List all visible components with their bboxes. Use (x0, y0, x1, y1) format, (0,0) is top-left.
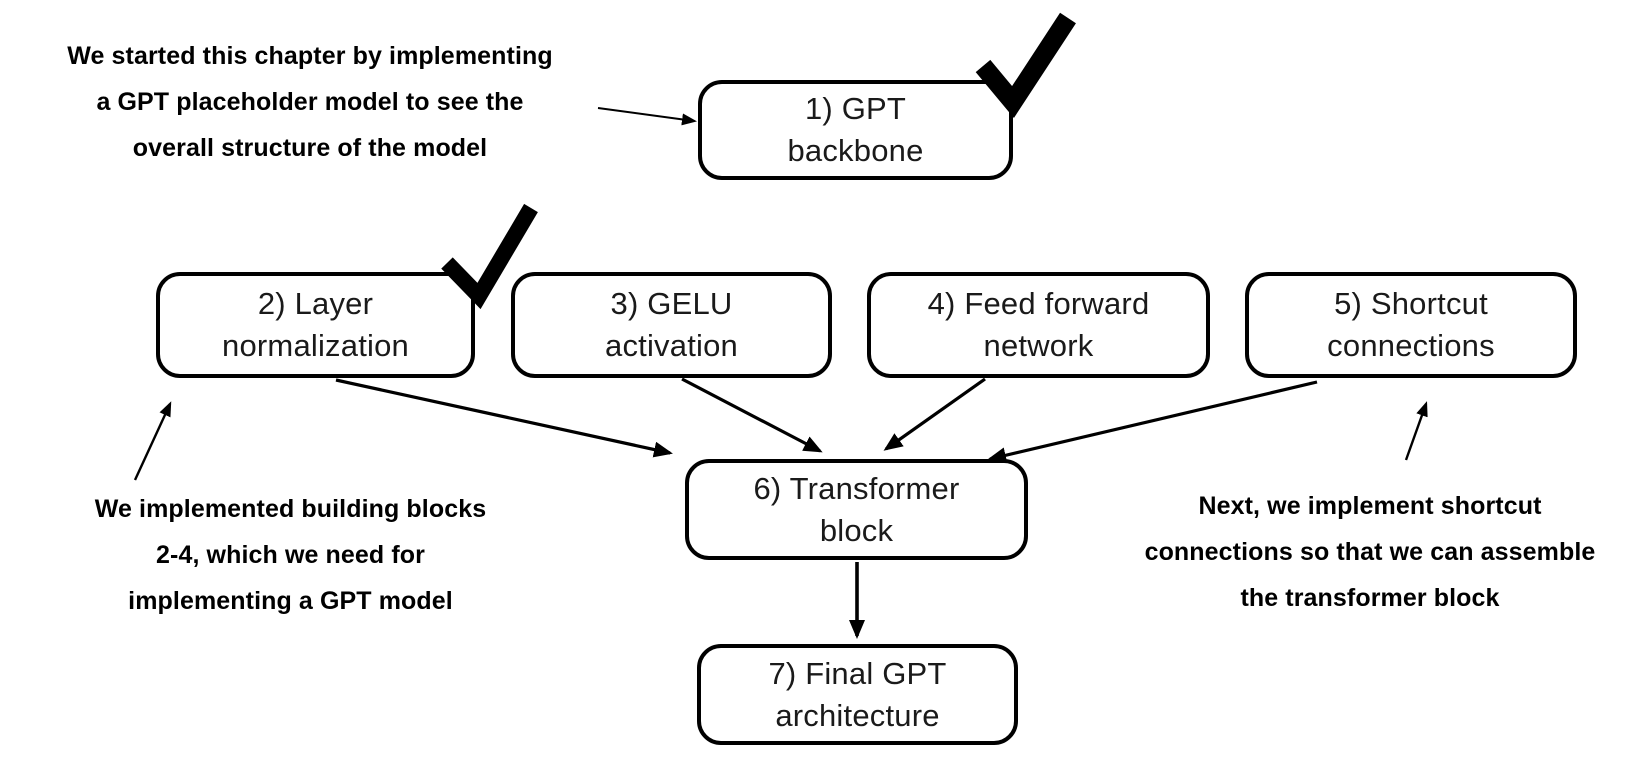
node-feed-forward-network-line2: network (983, 328, 1094, 363)
node-layer-normalization-line2: normalization (222, 328, 409, 363)
node-gpt-backbone-line1: 1) GPT (804, 91, 907, 126)
note-building-blocks: We implemented building blocks 2-4, whic… (68, 486, 513, 624)
arrow-layer-norm-to-transformer-block (335, 378, 673, 458)
arrow-feed-forward-to-transformer-block (883, 377, 986, 451)
node-feed-forward-network: 4) Feed forward network (867, 272, 1210, 378)
note-next-steps-line3: the transformer block (1240, 584, 1500, 612)
node-gpt-backbone: 1) GPT backbone (698, 80, 1013, 180)
note-next-steps: Next, we implement shortcut connections … (1105, 483, 1635, 621)
note-next-steps-line2: connections so that we can assemble (1144, 538, 1596, 566)
note-next-steps-line1: Next, we implement shortcut (1198, 492, 1542, 520)
arrow-next-note-to-shortcut (1404, 401, 1428, 461)
arrow-shortcut-to-transformer-block (987, 380, 1318, 464)
arrow-blocks-note-to-layer-norm (133, 401, 172, 481)
node-shortcut-connections: 5) Shortcut connections (1245, 272, 1577, 378)
node-shortcut-connections-line2: connections (1327, 328, 1495, 363)
note-intro: We started this chapter by implementing … (55, 33, 565, 171)
note-intro-line2: a GPT placeholder model to see the (96, 88, 524, 116)
node-gpt-backbone-line2: backbone (787, 133, 924, 168)
node-transformer-block: 6) Transformer block (685, 459, 1028, 560)
arrow-intro-note-to-gpt-backbone (597, 107, 697, 126)
node-final-gpt-architecture: 7) Final GPT architecture (697, 644, 1018, 745)
node-feed-forward-network-line1: 4) Feed forward (927, 286, 1150, 321)
node-gelu-activation-line1: 3) GELU (610, 286, 733, 321)
node-final-gpt-architecture-line1: 7) Final GPT (768, 655, 947, 691)
note-building-blocks-line2: 2-4, which we need for (156, 541, 425, 569)
note-intro-line3: overall structure of the model (132, 134, 488, 162)
node-gelu-activation: 3) GELU activation (511, 272, 832, 378)
node-transformer-block-line1: 6) Transformer (753, 470, 960, 506)
node-layer-normalization-line1: 2) Layer (257, 286, 374, 321)
node-transformer-block-line2: block (819, 512, 894, 548)
node-final-gpt-architecture-line2: architecture (775, 697, 940, 733)
node-shortcut-connections-line1: 5) Shortcut (1334, 286, 1488, 321)
note-building-blocks-line3: implementing a GPT model (128, 587, 453, 615)
arrow-gelu-to-transformer-block (681, 377, 823, 453)
node-layer-normalization: 2) Layer normalization (156, 272, 475, 378)
note-building-blocks-line1: We implemented building blocks (94, 495, 487, 523)
note-intro-line1: We started this chapter by implementing (67, 42, 553, 70)
node-gelu-activation-line2: activation (605, 328, 738, 363)
